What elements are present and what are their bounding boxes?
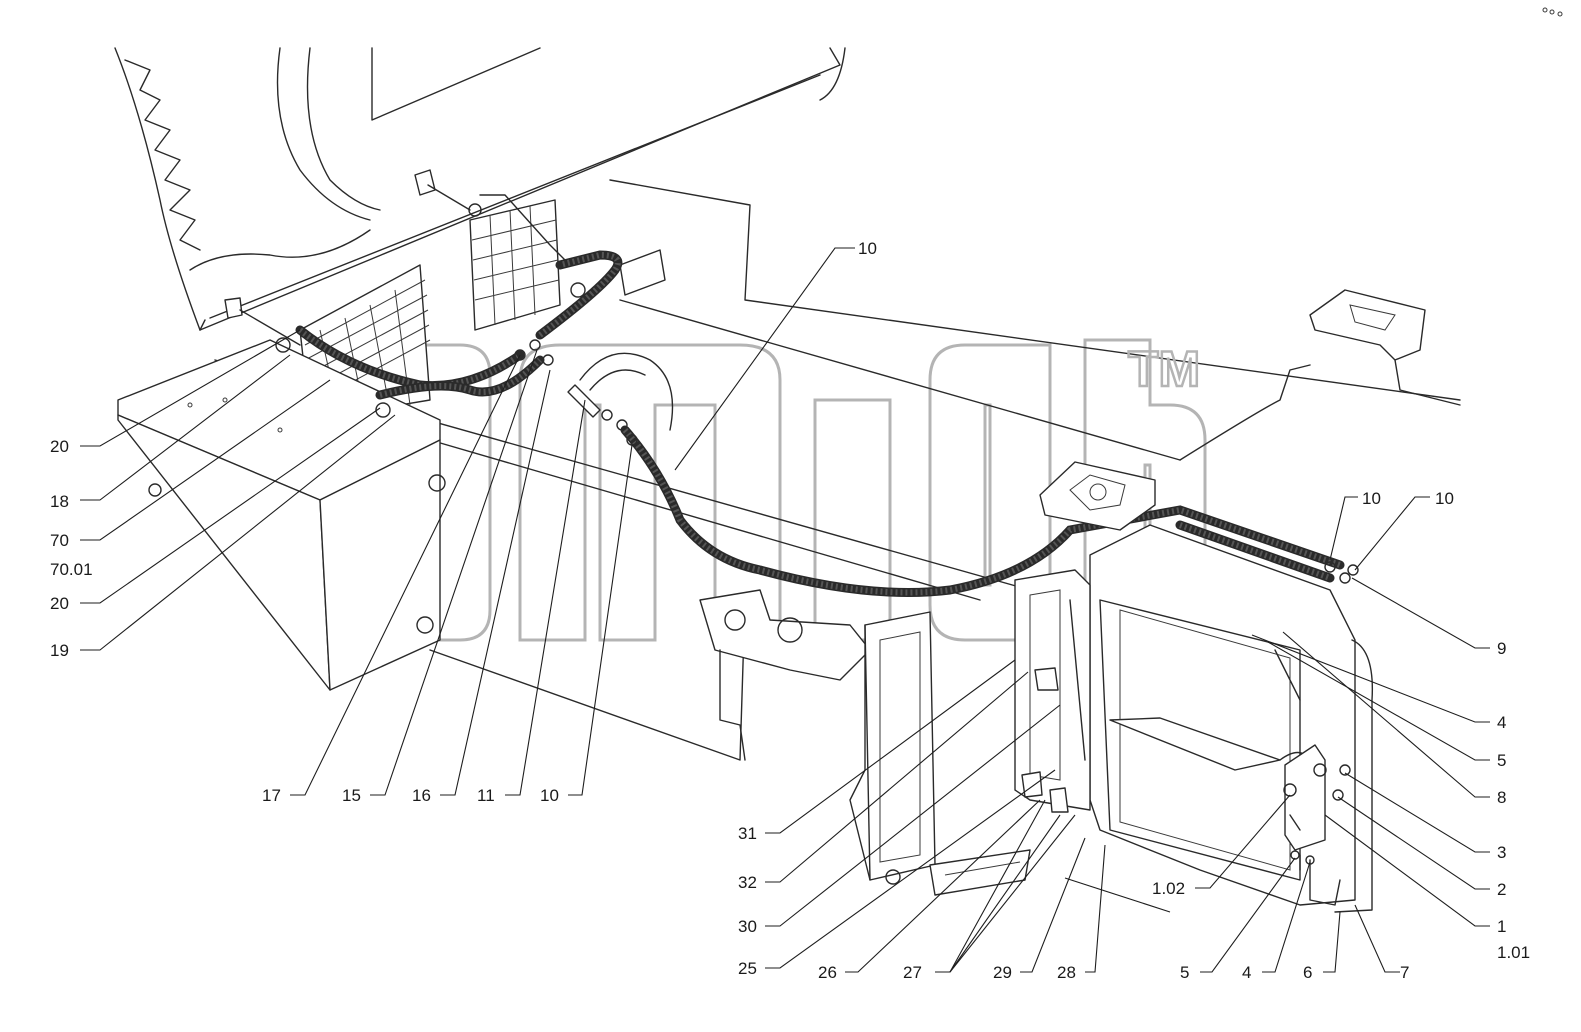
callout-32: 32 [738, 873, 757, 892]
callout-3: 3 [1497, 843, 1507, 862]
callout-5: 5 [1497, 751, 1507, 770]
trademark-symbol: TM [1127, 340, 1202, 399]
callout-70-01: 70.01 [50, 560, 93, 579]
callout-30: 30 [738, 917, 757, 936]
battery-box [1089, 524, 1356, 906]
battery-switch [1274, 639, 1374, 913]
callout-9: 9 [1497, 639, 1507, 658]
callout-29: 29 [993, 963, 1012, 982]
callout-31: 31 [738, 824, 757, 843]
callout-15: 15 [342, 786, 361, 805]
fuel-tank [117, 339, 746, 761]
mounting-bracket [699, 589, 871, 761]
callout-5: 5 [1180, 963, 1190, 982]
callout-8: 8 [1497, 788, 1507, 807]
callout-18: 18 [50, 492, 69, 511]
callout-10: 10 [1362, 489, 1381, 508]
hydraulic-hose-main [295, 250, 1345, 597]
battery-box-door [849, 569, 1091, 896]
callout-1-01: 1.01 [1497, 943, 1531, 962]
callout-11: 11 [477, 786, 495, 805]
callout-28: 28 [1057, 963, 1076, 982]
callout-16: 16 [412, 786, 431, 805]
callout-26: 26 [818, 963, 837, 982]
callout-1: 1 [1497, 917, 1507, 936]
callout-4: 4 [1242, 963, 1252, 982]
callout-25: 25 [738, 959, 757, 978]
callout-70: 70 [50, 531, 69, 550]
callout-1-02: 1.02 [1152, 879, 1186, 898]
pipe-bend [579, 249, 674, 431]
callout-7: 7 [1400, 963, 1410, 982]
callout-20: 20 [50, 594, 69, 613]
callout-19: 19 [50, 641, 69, 660]
callout-17: 17 [262, 786, 281, 805]
callout-27: 27 [903, 963, 922, 982]
callout-10: 10 [858, 239, 877, 258]
engine-hood-structure [114, 47, 846, 331]
callout-leaders [80, 247, 1490, 973]
callout-10: 10 [1435, 489, 1454, 508]
callout-2: 2 [1497, 880, 1507, 899]
callout-4: 4 [1497, 713, 1507, 732]
mount-plate [1039, 461, 1156, 531]
radiator-grille-right [469, 199, 561, 331]
callout-20: 20 [50, 437, 69, 456]
callout-10: 10 [540, 786, 559, 805]
callout-6: 6 [1303, 963, 1313, 982]
corner-mark [1542, 7, 1563, 17]
